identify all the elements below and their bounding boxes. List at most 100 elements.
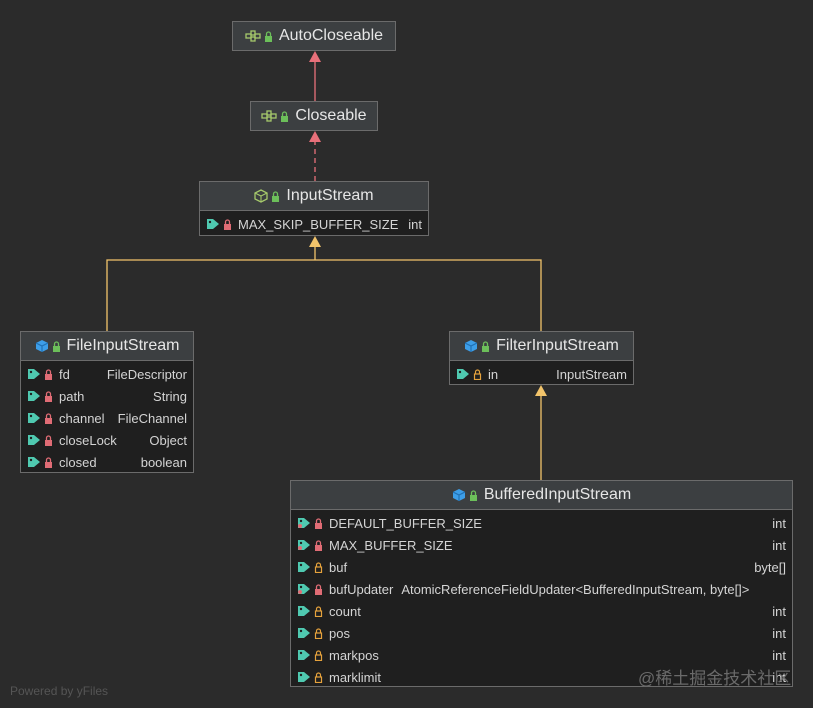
field-row[interactable]: closeLock Object xyxy=(21,429,193,451)
field-name: closeLock xyxy=(59,432,117,448)
field-type: FileDescriptor xyxy=(106,366,187,382)
node-title: FileInputStream xyxy=(66,337,180,354)
arrowhead-filterinputstream xyxy=(535,385,547,396)
field-row[interactable]: fd FileDescriptor xyxy=(21,363,193,385)
field-type: Object xyxy=(149,432,187,448)
protected-lock-icon xyxy=(314,627,323,639)
field-row[interactable]: in InputStream xyxy=(450,363,633,385)
class-icon xyxy=(452,489,466,501)
field-row[interactable]: pos int xyxy=(291,622,792,644)
node-inputstream[interactable]: InputStream MAX_SKIP_BUFFER_SIZE int xyxy=(199,181,429,236)
field-tag-icon xyxy=(298,650,310,660)
field-type: int xyxy=(408,216,422,232)
field-name: count xyxy=(329,603,361,619)
field-type: int xyxy=(772,669,786,685)
field-name: path xyxy=(59,388,85,404)
field-row[interactable]: MAX_SKIP_BUFFER_SIZE int xyxy=(200,213,428,235)
field-name: channel xyxy=(59,410,105,426)
field-tag-icon xyxy=(298,606,310,616)
node-fileinputstream[interactable]: FileInputStream fd FileDescriptor path S… xyxy=(20,331,194,473)
node-bufferedinputstream[interactable]: BufferedInputStream DEFAULT_BUFFER_SIZE … xyxy=(290,480,793,687)
field-row[interactable]: bufUpdater AtomicReferenceFieldUpdater<B… xyxy=(291,578,792,600)
private-lock-icon xyxy=(45,434,52,446)
public-lock-icon xyxy=(281,110,289,122)
arrowhead-closeable xyxy=(309,131,321,142)
node-header: Closeable xyxy=(251,102,377,130)
field-tag-icon xyxy=(28,457,40,467)
public-lock-icon xyxy=(469,489,477,501)
field-name: DEFAULT_BUFFER_SIZE xyxy=(329,515,482,531)
field-row[interactable]: markpos int xyxy=(291,644,792,666)
field-row[interactable]: closed boolean xyxy=(21,451,193,473)
node-closeable[interactable]: Closeable xyxy=(250,101,378,131)
protected-lock-icon xyxy=(314,671,323,683)
protected-lock-icon xyxy=(473,368,482,380)
field-tag-icon xyxy=(298,628,310,638)
field-name: MAX_SKIP_BUFFER_SIZE xyxy=(238,216,399,232)
field-list: fd FileDescriptor path String channel Fi… xyxy=(21,361,193,475)
protected-lock-icon xyxy=(314,649,323,661)
protected-lock-icon xyxy=(314,605,323,617)
field-row[interactable]: DEFAULT_BUFFER_SIZE int xyxy=(291,512,792,534)
private-lock-icon xyxy=(45,368,52,380)
field-tag-icon xyxy=(298,562,310,572)
field-row[interactable]: buf byte[] xyxy=(291,556,792,578)
node-autocloseable[interactable]: AutoCloseable xyxy=(232,21,396,51)
class-icon xyxy=(35,340,48,352)
field-name: closed xyxy=(59,454,97,470)
edge-subclasses-inputstream xyxy=(106,259,542,331)
public-lock-icon xyxy=(482,340,490,352)
public-lock-icon xyxy=(264,30,272,42)
watermark: @稀土掘金技术社区 xyxy=(638,669,792,688)
field-type: boolean xyxy=(140,454,187,470)
static-field-tag-icon xyxy=(298,518,310,528)
node-filterinputstream[interactable]: FilterInputStream in InputStream xyxy=(449,331,634,385)
node-title: Closeable xyxy=(295,107,367,124)
field-name: marklimit xyxy=(329,669,381,685)
field-name: bufUpdater xyxy=(329,581,394,597)
field-row[interactable]: marklimit int xyxy=(291,666,792,688)
field-tag-icon xyxy=(298,672,310,682)
node-title: BufferedInputStream xyxy=(483,486,632,503)
node-header: BufferedInputStream xyxy=(291,481,792,510)
field-name: fd xyxy=(59,366,70,382)
field-name: MAX_BUFFER_SIZE xyxy=(329,537,453,553)
field-row[interactable]: MAX_BUFFER_SIZE int xyxy=(291,534,792,556)
field-type: int xyxy=(772,515,786,531)
node-header: FilterInputStream xyxy=(450,332,633,361)
private-lock-icon xyxy=(224,218,231,230)
node-header: AutoCloseable xyxy=(233,22,395,50)
static-field-tag-icon xyxy=(298,540,310,550)
field-list: MAX_SKIP_BUFFER_SIZE int xyxy=(200,211,428,237)
protected-lock-icon xyxy=(314,561,323,573)
field-list: in InputStream xyxy=(450,361,633,387)
field-row[interactable]: count int xyxy=(291,600,792,622)
field-type: int xyxy=(772,603,786,619)
field-tag-icon xyxy=(28,391,40,401)
field-type: InputStream xyxy=(556,366,627,382)
public-lock-icon xyxy=(52,340,60,352)
field-type: byte[] xyxy=(754,559,786,575)
field-row[interactable]: channel FileChannel xyxy=(21,407,193,429)
powered-by-label: Powered by yFiles xyxy=(10,684,109,698)
field-name: buf xyxy=(329,559,348,575)
field-name: in xyxy=(488,366,499,382)
private-lock-icon xyxy=(315,583,322,595)
field-tag-icon xyxy=(28,435,40,445)
private-lock-icon xyxy=(45,456,52,468)
node-title: InputStream xyxy=(286,187,374,204)
field-type: int xyxy=(772,625,786,641)
abstract-class-icon xyxy=(254,189,269,203)
field-row[interactable]: path String xyxy=(21,385,193,407)
node-header: FileInputStream xyxy=(21,332,193,361)
arrowhead-inputstream xyxy=(309,236,321,247)
field-type: String xyxy=(153,388,187,404)
field-type: FileChannel xyxy=(117,410,187,426)
field-type: int xyxy=(772,647,786,663)
arrowhead-autocloseable xyxy=(309,51,321,62)
field-tag-icon xyxy=(28,413,40,423)
field-type: int xyxy=(772,537,786,553)
interface-icon xyxy=(245,30,261,42)
field-name: markpos xyxy=(329,647,379,663)
